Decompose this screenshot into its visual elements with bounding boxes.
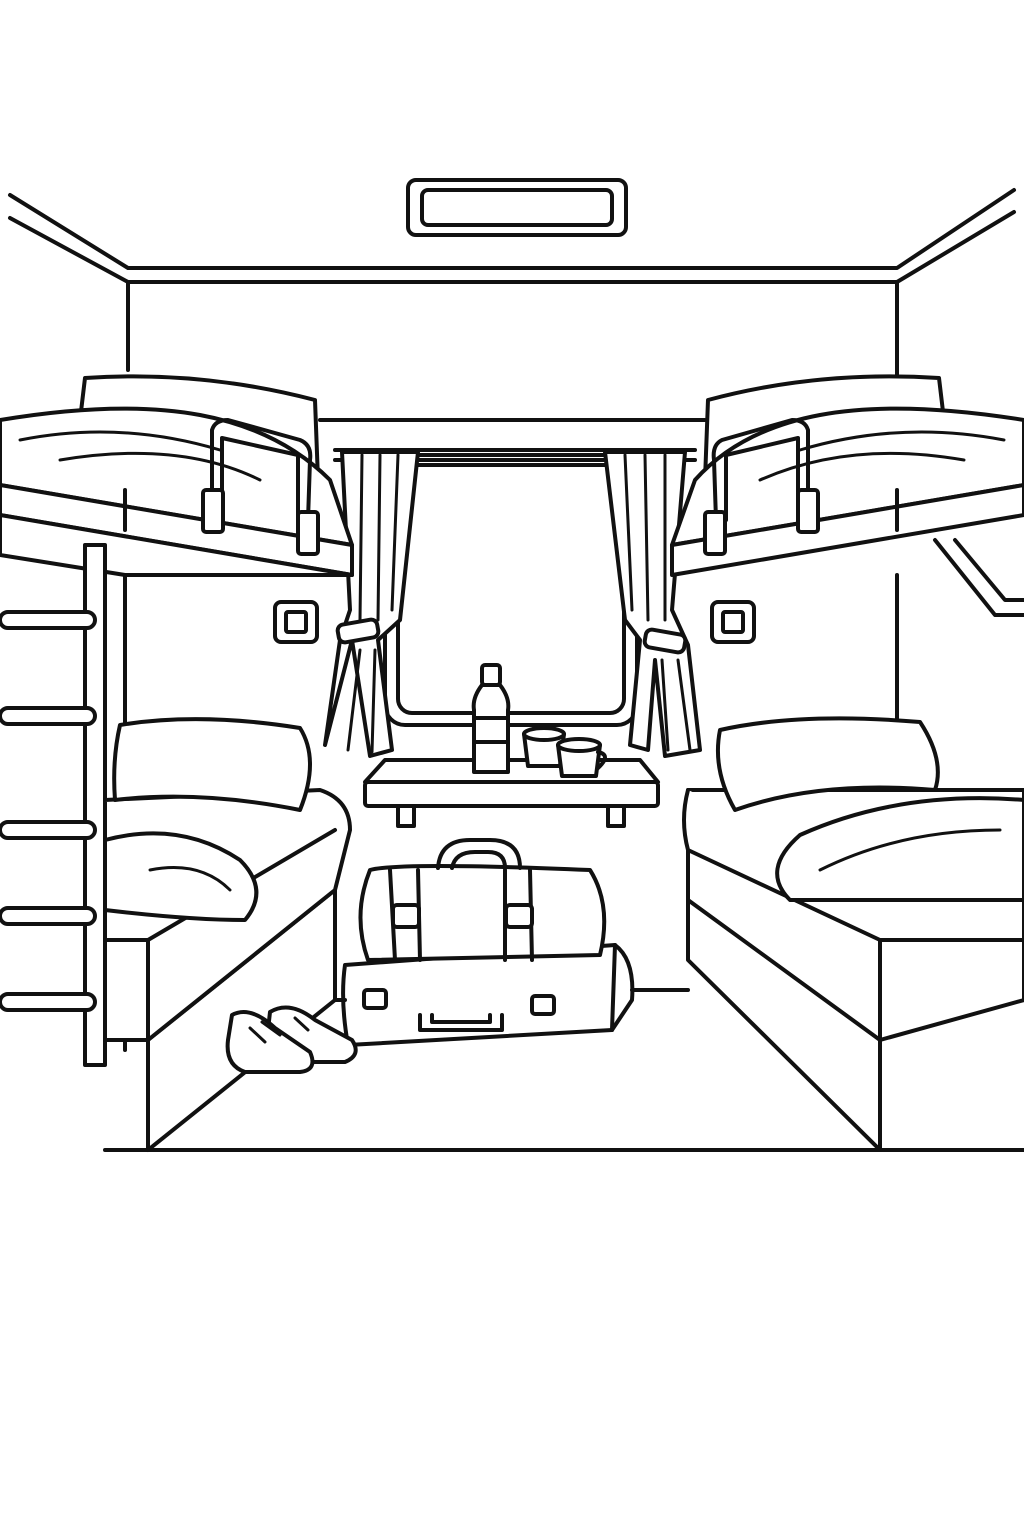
ceiling [8, 188, 1016, 382]
ladder [0, 543, 107, 1067]
bottle [471, 663, 511, 774]
shoes [225, 1005, 358, 1074]
suitcase [341, 943, 635, 1047]
ceiling-light [406, 178, 628, 237]
lower-left-bed [103, 717, 352, 1152]
table [363, 758, 660, 828]
wall-switch-left [273, 600, 319, 644]
cups [522, 726, 607, 778]
lower-right-bed [682, 716, 1024, 1152]
floor [146, 988, 882, 1152]
upper-right-bunk [670, 374, 1024, 617]
upper-left-bunk [0, 374, 354, 577]
wall-switch-right [710, 600, 756, 644]
ladder-rungs [0, 610, 97, 1012]
duffel-bag [358, 838, 607, 962]
